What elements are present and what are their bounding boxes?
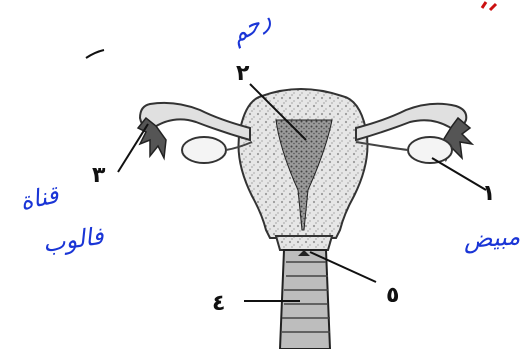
label-3: ٣ bbox=[92, 163, 106, 188]
handwritten-fallopian-line2: فالوب bbox=[41, 222, 106, 258]
label-2: ٢ bbox=[236, 61, 250, 86]
vagina bbox=[280, 250, 330, 349]
label-4: ٤ bbox=[212, 291, 225, 316]
right-ovary bbox=[408, 137, 452, 163]
handwritten-fallopian-line1: قناة bbox=[17, 180, 62, 216]
handwritten-ovary: مبيض bbox=[462, 222, 521, 254]
pointer-3 bbox=[118, 124, 148, 172]
label-5: ٥ bbox=[386, 283, 399, 308]
pen-mark bbox=[86, 50, 104, 58]
handwritten-uterus: رحم bbox=[225, 4, 276, 50]
cervix bbox=[276, 236, 332, 250]
pointer-1 bbox=[432, 158, 486, 190]
red-mark bbox=[482, 2, 496, 10]
label-1: ١ bbox=[482, 181, 495, 206]
left-ovary bbox=[182, 137, 226, 163]
